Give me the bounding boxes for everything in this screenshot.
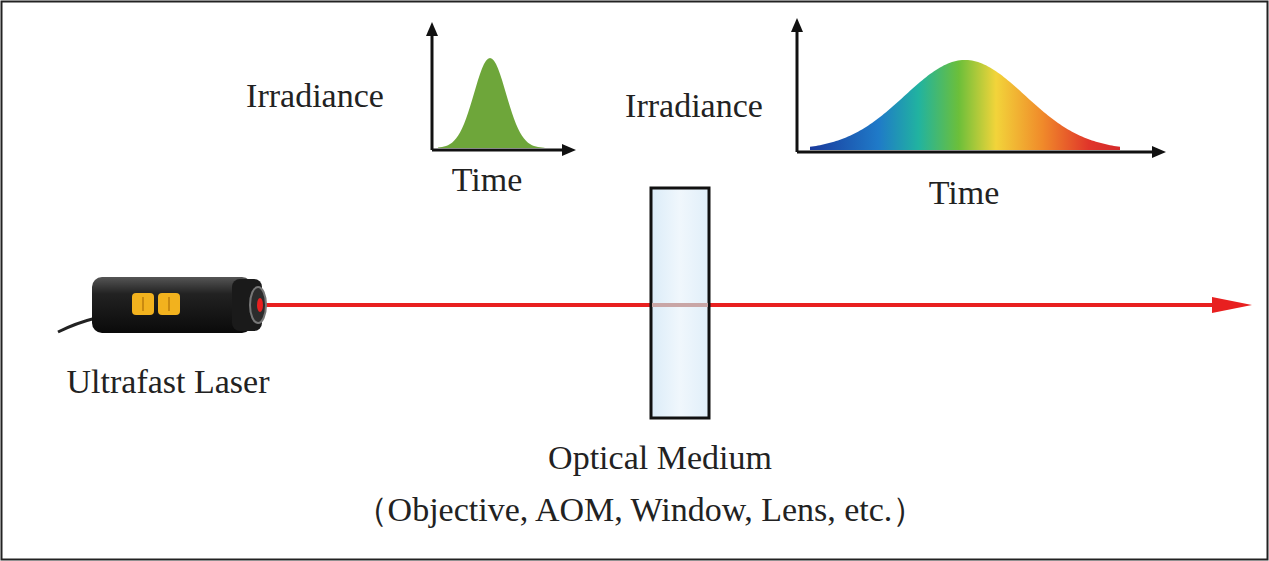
- beam-arrowhead: [1212, 297, 1252, 313]
- part-note: （Objective, AOM, Window, Lens, etc.）: [354, 490, 927, 529]
- chirped-pulse: [810, 60, 1120, 150]
- axis-label: Time: [452, 160, 523, 199]
- part-name: Optical Medium: [548, 438, 772, 477]
- laser-beam: [262, 303, 1236, 307]
- pulse-curves: [438, 58, 1120, 150]
- laser-head: [58, 277, 266, 333]
- large-axes: [791, 18, 1166, 158]
- axis-label: Irradiance: [246, 76, 384, 115]
- input-pulse: [438, 58, 545, 148]
- axis-label: Irradiance: [625, 86, 763, 125]
- small-axes: [426, 22, 576, 156]
- optical-medium: [651, 188, 709, 418]
- beam-in-medium: [652, 303, 708, 307]
- axis-label: Time: [929, 173, 1000, 212]
- part-name: Ultrafast Laser: [67, 362, 270, 401]
